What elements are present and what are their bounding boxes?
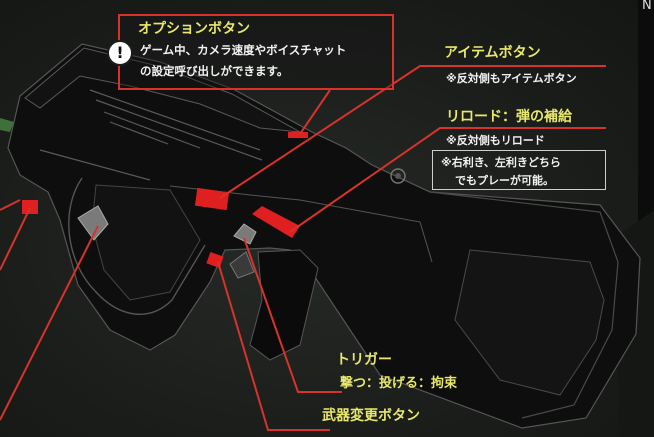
rear-grip <box>249 249 319 361</box>
left-side-button <box>22 200 38 214</box>
top-rail <box>24 47 301 133</box>
round-knob <box>390 168 406 184</box>
leader-weapon <box>217 261 330 431</box>
reload-button <box>252 206 300 238</box>
exclamation-icon: ! <box>107 40 133 66</box>
item-note: ※反対側もアイテムボタン <box>446 72 577 85</box>
leader-left-top <box>0 199 21 211</box>
leader-left-trigger <box>0 225 99 421</box>
reload-title: リロード：弾の補給 <box>446 109 572 125</box>
item-button <box>194 187 230 211</box>
trigger-actions: 撃つ：投げる：拘束 <box>340 376 458 391</box>
reload-note: ※反対側もリロード <box>446 134 545 147</box>
options-title: オプションボタン <box>138 21 250 37</box>
left-trigger <box>77 205 109 241</box>
weapon-change-title: 武器変更ボタン <box>322 408 420 424</box>
foliage-left <box>0 118 14 132</box>
trigger-guard <box>68 177 206 315</box>
leader-options <box>299 89 331 135</box>
leader-lines <box>0 65 606 431</box>
trigger-title: トリガー <box>336 352 392 368</box>
options-callout: ! オプションボタン ゲーム中、カメラ速度やボイスチャット の設定呼び出しができ… <box>107 14 394 90</box>
leader-left-button <box>0 207 31 271</box>
rail-slots <box>39 89 263 181</box>
leader-item <box>219 65 606 199</box>
leader-trigger <box>243 237 342 393</box>
options-desc-line1: ゲーム中、カメラ速度やボイスチャット <box>140 43 347 57</box>
item-title: アイテムボタン <box>444 45 541 61</box>
side-panel <box>169 185 433 263</box>
edge-letter: N <box>642 0 652 13</box>
stock-panel <box>454 249 605 396</box>
trigger-shadow <box>229 251 255 279</box>
handedness-line2: でもプレーが可能。 <box>455 174 554 187</box>
round-knob-center <box>395 173 401 179</box>
options-desc-line2: の設定呼び出しができます。 <box>140 64 289 78</box>
handedness-note-box: ※右利き、左利きどちら でもプレーが可能。 <box>432 150 606 190</box>
stock-outline <box>429 191 619 419</box>
handedness-line1: ※右利き、左利きどちら <box>441 156 561 169</box>
options-button <box>288 132 308 138</box>
leader-reload <box>289 127 606 233</box>
